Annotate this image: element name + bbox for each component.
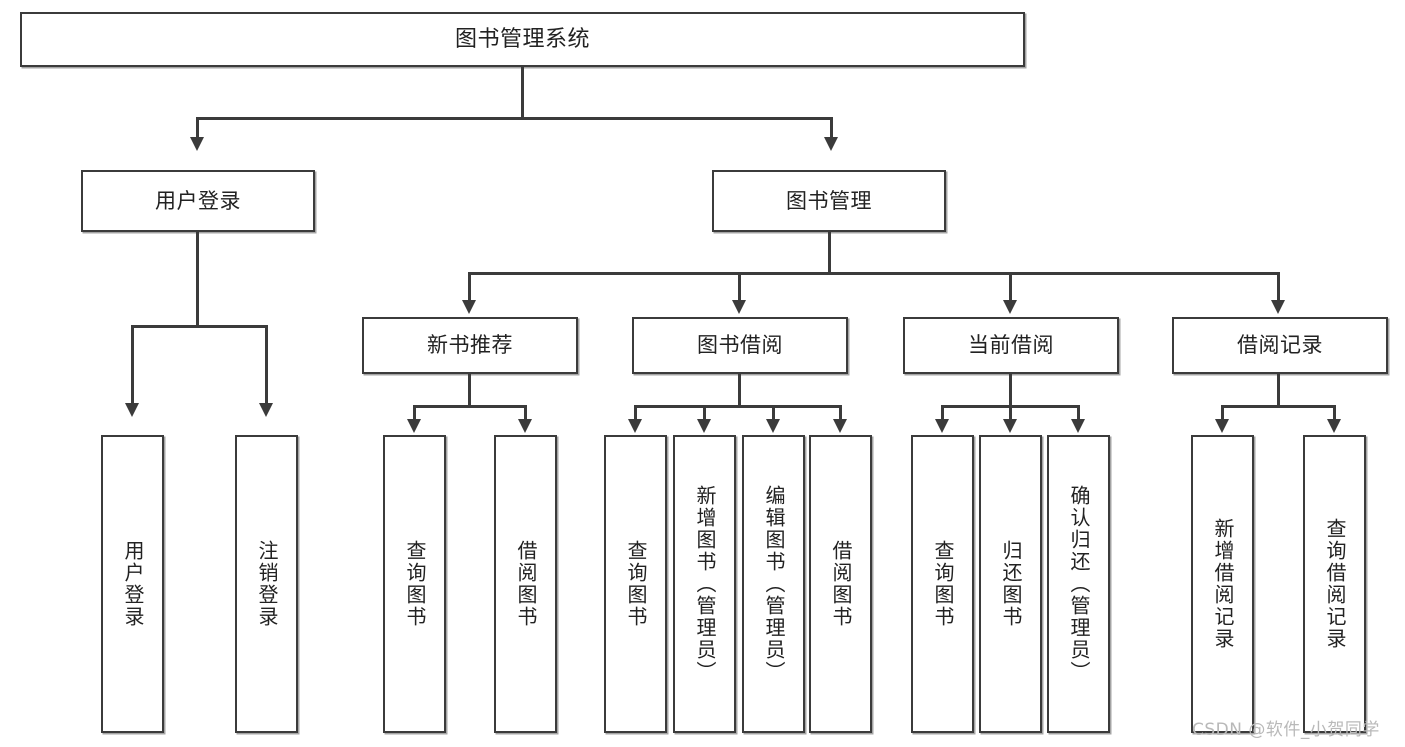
node-book-borrow[interactable]: 图书借阅	[632, 317, 848, 374]
node-label: 借阅记录	[1237, 333, 1323, 358]
connector-root-drop-right	[830, 117, 833, 137]
node-new-book-recommend[interactable]: 新书推荐	[362, 317, 578, 374]
node-label: 查询图书	[403, 540, 427, 628]
node-leaf-query-book-3[interactable]: 查询图书	[911, 435, 974, 733]
connector-book-manage-stem	[828, 232, 831, 272]
connector-user-login-bus	[131, 325, 268, 328]
connector-root-bus	[196, 117, 833, 120]
connector-current-drop-2	[1009, 405, 1012, 419]
connector-recommend-stem	[468, 374, 471, 405]
connector-borrow-drop-3	[772, 405, 775, 419]
node-leaf-confirm-return[interactable]: 确认归还（管理员）	[1047, 435, 1110, 733]
arrowhead-leaf-add-book	[697, 419, 711, 433]
node-book-manage[interactable]: 图书管理	[712, 170, 946, 232]
node-label: 图书借阅	[697, 333, 783, 358]
connector-root-drop-left	[196, 117, 199, 137]
connector-current-stem	[1009, 374, 1012, 405]
node-label: 借阅图书	[514, 540, 538, 628]
node-label: 查询图书	[931, 540, 955, 628]
arrowhead-leaf-query-book-3	[935, 419, 949, 433]
node-label: 新增借阅记录	[1211, 518, 1235, 650]
node-label: 归还图书	[999, 540, 1023, 628]
node-leaf-query-record[interactable]: 查询借阅记录	[1303, 435, 1366, 733]
node-label: 用户登录	[155, 188, 241, 213]
connector-borrow-drop-4	[839, 405, 842, 419]
arrowhead-leaf-user-login	[125, 403, 139, 417]
connector-book-manage-drop-2	[738, 272, 741, 300]
arrowhead-leaf-return-book	[1003, 419, 1017, 433]
node-leaf-add-record[interactable]: 新增借阅记录	[1191, 435, 1254, 733]
node-label: 注销登录	[255, 540, 279, 628]
node-label: 图书管理系统	[454, 26, 590, 52]
node-user-login[interactable]: 用户登录	[81, 170, 315, 232]
connector-book-manage-bus	[468, 272, 1280, 275]
node-leaf-query-book-1[interactable]: 查询图书	[383, 435, 446, 733]
node-leaf-return-book[interactable]: 归还图书	[979, 435, 1042, 733]
node-label: 确认归还（管理员）	[1067, 485, 1091, 683]
node-label: 图书管理	[786, 188, 872, 213]
arrowhead-new-book-recommend	[462, 300, 476, 314]
arrowhead-current-borrow	[1003, 300, 1017, 314]
arrowhead-leaf-logout-login	[259, 403, 273, 417]
arrowhead-to-book-manage	[824, 137, 838, 151]
connector-record-bus	[1221, 405, 1336, 408]
connector-borrow-drop-1	[634, 405, 637, 419]
arrowhead-leaf-edit-book	[766, 419, 780, 433]
connector-record-drop-1	[1221, 405, 1224, 419]
connector-current-drop-3	[1077, 405, 1080, 419]
arrowhead-leaf-query-book-1	[407, 419, 421, 433]
connector-current-drop-1	[941, 405, 944, 419]
node-label: 查询借阅记录	[1323, 518, 1347, 650]
node-leaf-borrow-book-1[interactable]: 借阅图书	[494, 435, 557, 733]
node-label: 用户登录	[121, 540, 145, 628]
node-leaf-logout-login[interactable]: 注销登录	[235, 435, 298, 733]
connector-record-stem	[1277, 374, 1280, 405]
csdn-watermark: CSDN @软件_小贺同学	[1192, 720, 1380, 740]
node-leaf-edit-book[interactable]: 编辑图书（管理员）	[742, 435, 805, 733]
node-leaf-user-login[interactable]: 用户登录	[101, 435, 164, 733]
connector-book-manage-drop-1	[468, 272, 471, 300]
connector-borrow-stem	[738, 374, 741, 405]
arrowhead-borrow-record	[1271, 300, 1285, 314]
node-root-system[interactable]: 图书管理系统	[20, 12, 1025, 67]
arrowhead-leaf-confirm-return	[1071, 419, 1085, 433]
arrowhead-leaf-query-book-2	[628, 419, 642, 433]
connector-borrow-bus	[634, 405, 842, 408]
connector-recommend-drop-1	[413, 405, 416, 419]
node-label: 借阅图书	[829, 540, 853, 628]
connector-recommend-bus	[413, 405, 527, 408]
node-label: 新增图书（管理员）	[693, 485, 717, 683]
arrowhead-leaf-borrow-book-1	[518, 419, 532, 433]
connector-record-drop-2	[1333, 405, 1336, 419]
arrowhead-book-borrow	[732, 300, 746, 314]
arrowhead-leaf-query-record	[1327, 419, 1341, 433]
connector-user-login-drop-1	[131, 325, 134, 403]
connector-user-login-drop-2	[265, 325, 268, 403]
node-label: 当前借阅	[968, 333, 1054, 358]
node-label: 查询图书	[624, 540, 648, 628]
connector-recommend-drop-2	[524, 405, 527, 419]
connector-root-stem	[521, 67, 524, 117]
node-label: 新书推荐	[427, 333, 513, 358]
connector-book-manage-drop-3	[1009, 272, 1012, 300]
node-borrow-record[interactable]: 借阅记录	[1172, 317, 1388, 374]
node-leaf-add-book[interactable]: 新增图书（管理员）	[673, 435, 736, 733]
node-current-borrow[interactable]: 当前借阅	[903, 317, 1119, 374]
arrowhead-leaf-borrow-book-2	[833, 419, 847, 433]
connector-borrow-drop-2	[703, 405, 706, 419]
node-leaf-query-book-2[interactable]: 查询图书	[604, 435, 667, 733]
arrowhead-to-user-login	[190, 137, 204, 151]
connector-user-login-stem	[196, 232, 199, 325]
arrowhead-leaf-add-record	[1215, 419, 1229, 433]
connector-book-manage-drop-4	[1277, 272, 1280, 300]
node-label: 编辑图书（管理员）	[762, 485, 786, 683]
node-leaf-borrow-book-2[interactable]: 借阅图书	[809, 435, 872, 733]
